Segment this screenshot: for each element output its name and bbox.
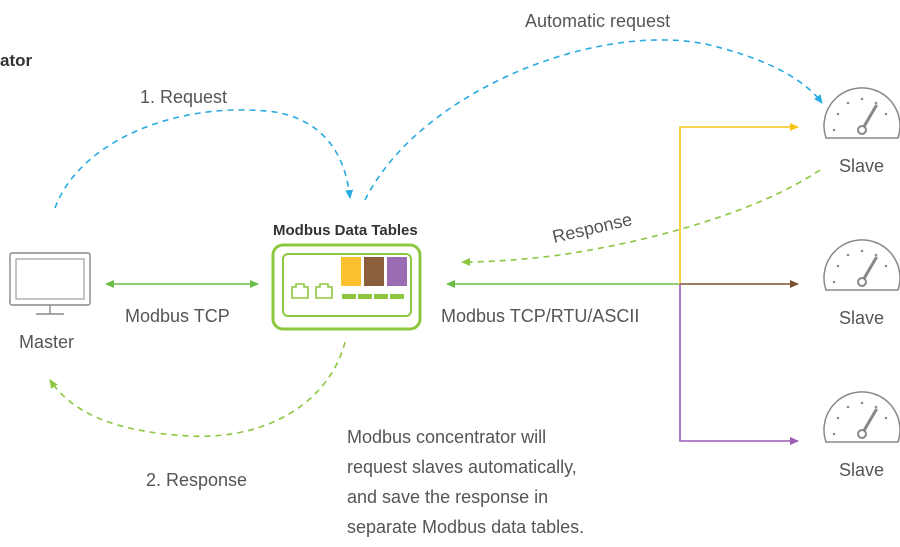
serial-port-indicator [390,294,404,299]
concentrator-description: Modbus concentrator will request slaves … [347,422,647,542]
serial-port-indicator [342,294,356,299]
gauge-icon [823,87,900,139]
master-label: Master [19,332,74,352]
gauge-icon [823,239,900,291]
description-line: separate Modbus data tables. [347,517,585,537]
description-line: and save the response in [347,487,549,507]
serial-port-indicator [374,294,388,299]
serial-port-indicator [358,294,372,299]
data-table-purple [387,257,407,286]
ethernet-port-icon [291,283,309,299]
automatic-request-arrow [364,39,823,201]
ethernet-port-icon [315,283,333,299]
description-line: Modbus concentrator will [347,427,547,447]
monitor-icon [9,252,91,315]
slave-label: Slave [839,460,884,480]
slave-response-label: Response [550,209,633,247]
modbus-tcp-label: Modbus TCP [125,306,230,326]
page-title-fragment: ator [0,51,33,70]
concentrator-device-icon [271,243,422,331]
description-line: request slaves automatically, [347,457,577,477]
data-table-brown [364,257,384,286]
response-to-master-arrow [49,341,346,438]
data-table-yellow [341,257,361,286]
response-label: 2. Response [146,470,247,490]
automatic-request-label: Automatic request [525,11,670,31]
data-tables-title: Modbus Data Tables [273,222,418,239]
slave1-link [679,123,799,284]
slave3-link [679,284,799,445]
request-arrow [54,109,354,209]
gauge-icon [823,391,900,443]
modbus-protocols-label: Modbus TCP/RTU/ASCII [441,306,639,326]
slave-response-arrow [461,169,821,266]
slave-label: Slave [839,156,884,176]
slave-label: Slave [839,308,884,328]
request-label: 1. Request [140,87,227,107]
